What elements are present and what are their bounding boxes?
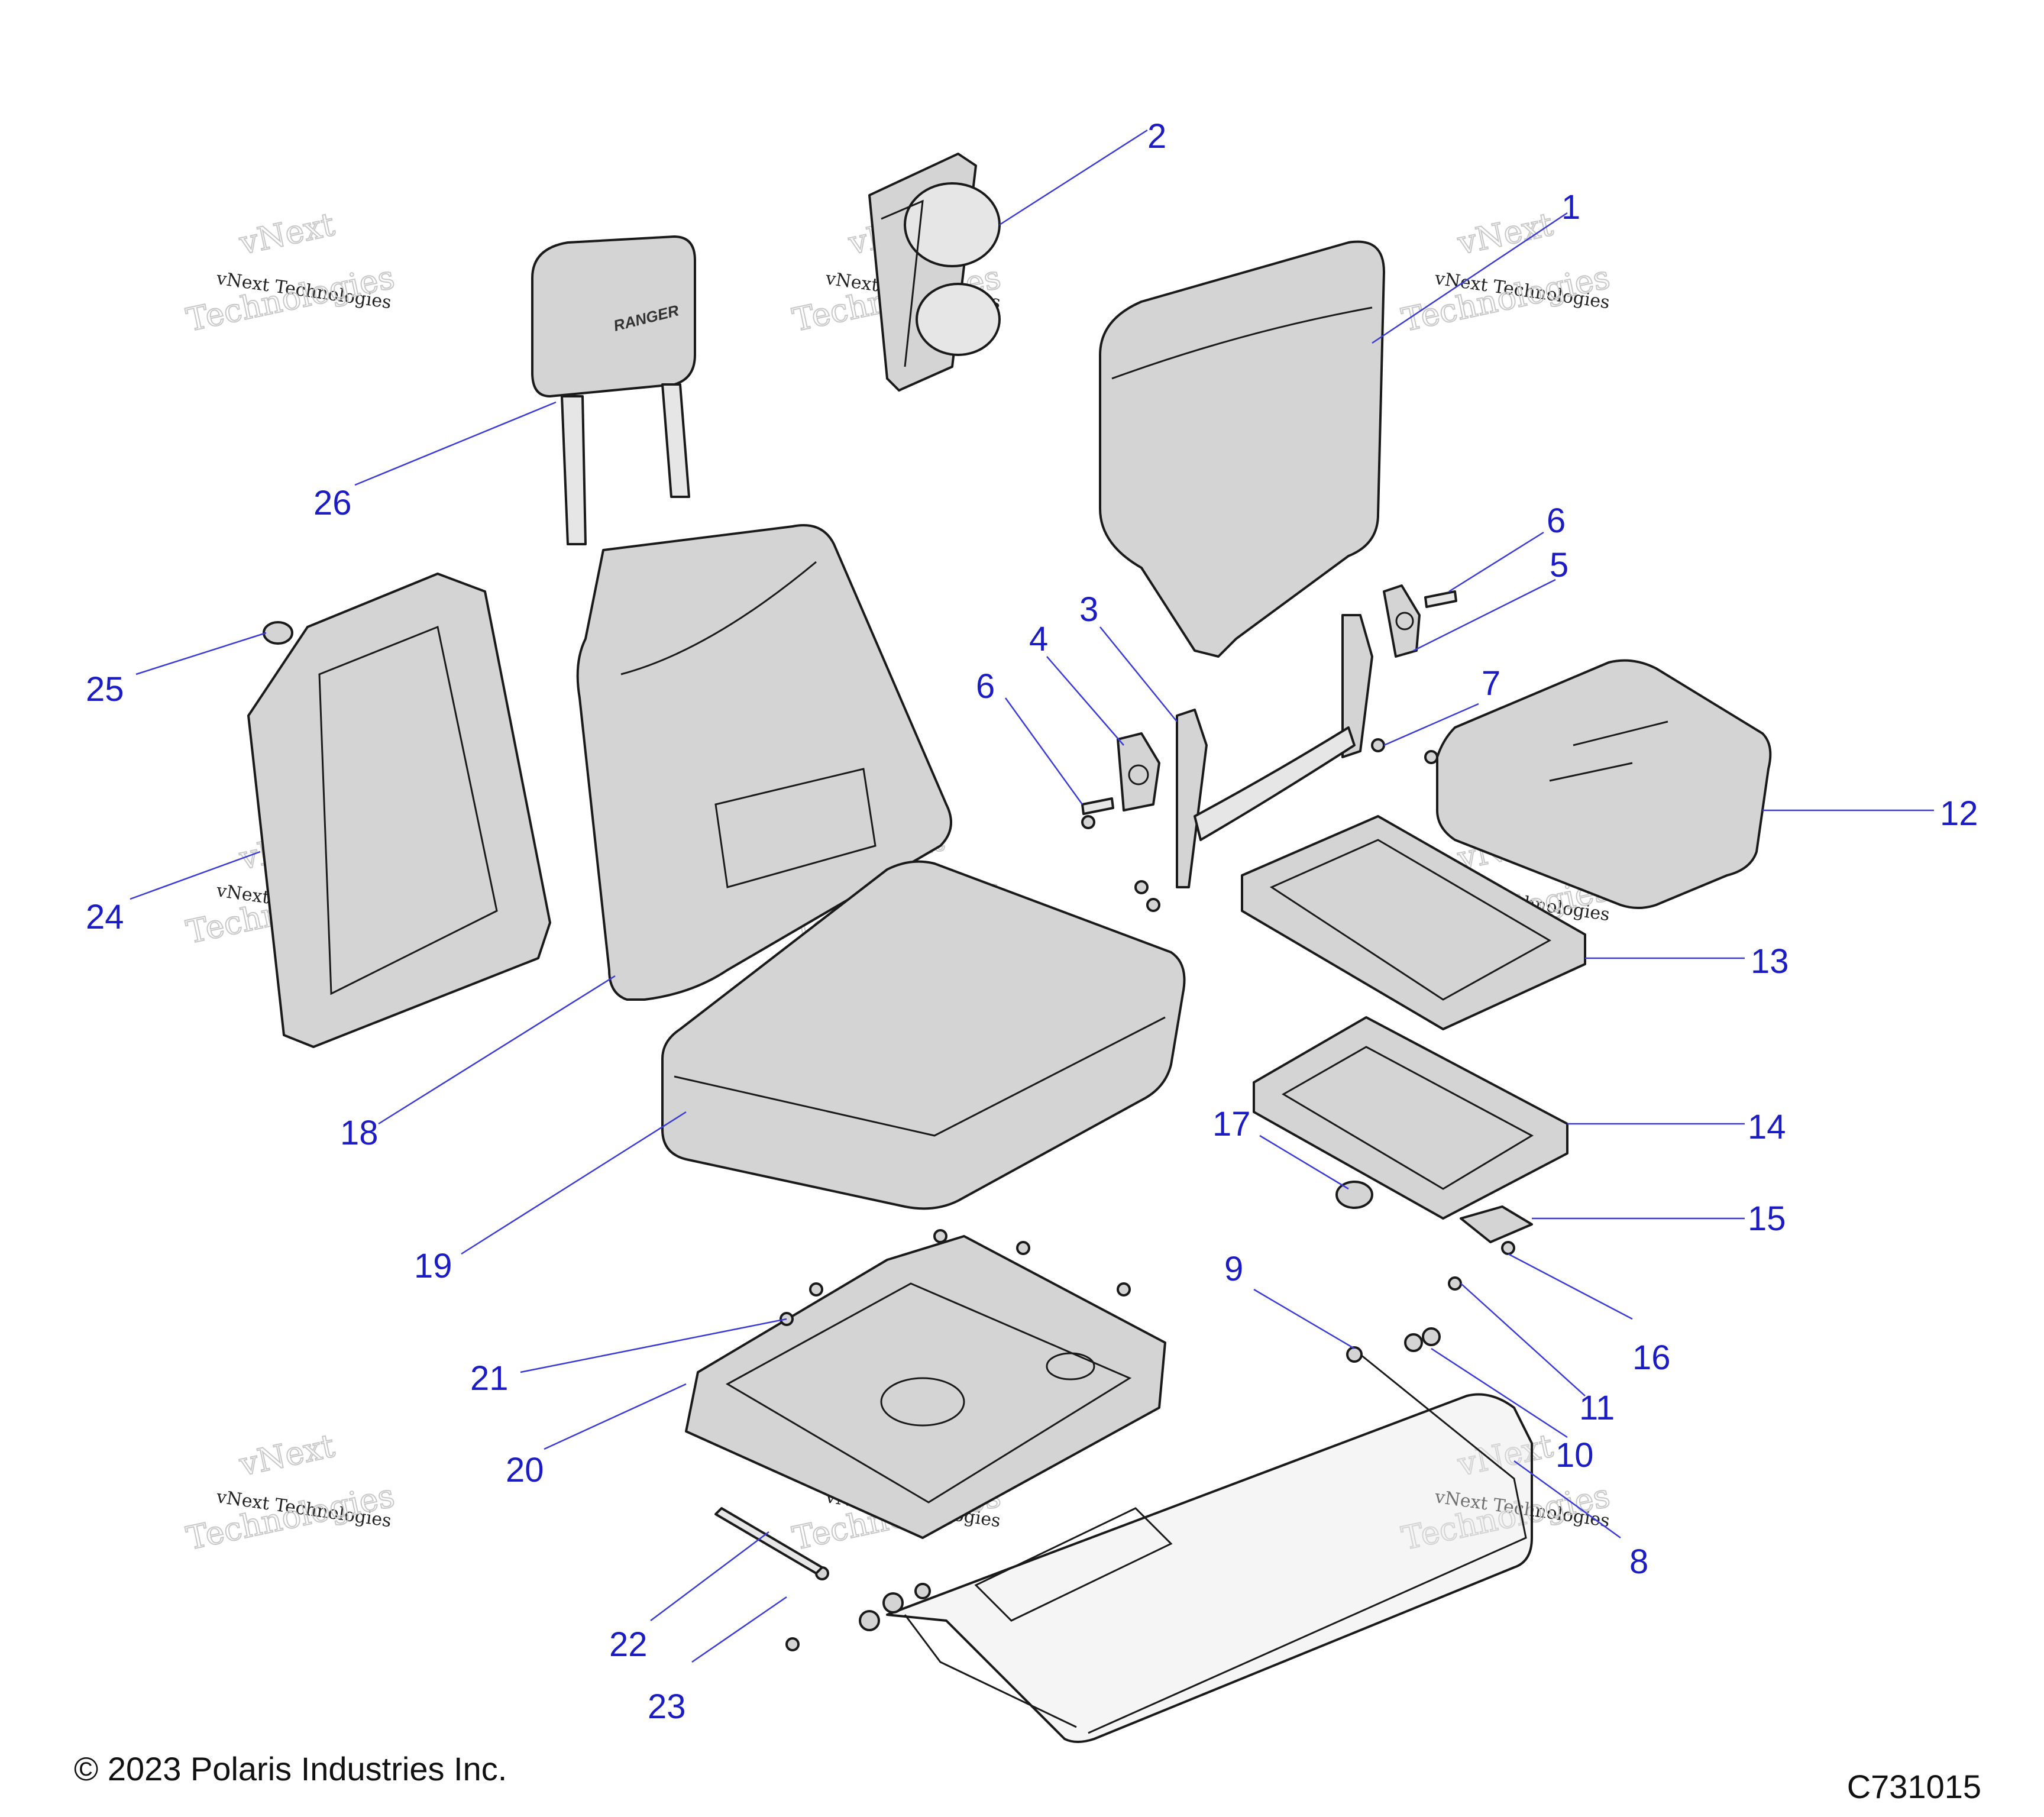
- svg-text:vNext: vNext: [236, 205, 338, 262]
- back-panel-part: [247, 573, 551, 1048]
- right-hinge-part: [1383, 584, 1457, 658]
- clip-part: [1460, 1205, 1533, 1243]
- callout-16: 16: [1632, 1338, 1671, 1377]
- callout-23: 23: [648, 1687, 686, 1726]
- callout-20: 20: [506, 1451, 544, 1489]
- leader-lines: [130, 129, 1934, 1663]
- headrest-part: RANGER: [531, 235, 696, 545]
- callout-21: 21: [470, 1359, 509, 1398]
- watermark-bottom-left: vNext vNext Technologies Technologies: [183, 1426, 399, 1557]
- callout-26: 26: [313, 484, 352, 522]
- drawing-code: C731015: [1847, 1768, 1981, 1805]
- cap-part: [263, 621, 293, 645]
- callout-6-upper: 6: [1547, 502, 1566, 540]
- callout-22: 22: [609, 1625, 648, 1664]
- callout-8: 8: [1629, 1543, 1648, 1581]
- callout-5: 5: [1550, 546, 1568, 584]
- callout-7: 7: [1482, 664, 1500, 703]
- callout-2: 2: [1147, 117, 1166, 156]
- seat-pan-upper-part: [1241, 815, 1586, 1030]
- watermark-top-left: vNext vNext Technologies Technologies: [183, 205, 399, 339]
- callout-19: 19: [414, 1247, 452, 1285]
- callout-24: 24: [86, 898, 124, 936]
- left-hinge-part: [1081, 732, 1160, 815]
- seat-back-part: [576, 524, 952, 1001]
- callout-3: 3: [1079, 590, 1098, 629]
- callout-18: 18: [340, 1114, 379, 1152]
- callout-25: 25: [86, 670, 124, 709]
- storage-case-part: [868, 153, 1001, 392]
- seat-base-part: [685, 1235, 1166, 1539]
- svg-text:vNext: vNext: [236, 1427, 338, 1483]
- callout-15: 15: [1748, 1200, 1786, 1238]
- svg-text:Technologies: Technologies: [183, 1477, 398, 1557]
- seat-cushion-top-part: [1436, 659, 1772, 909]
- callout-13: 13: [1751, 942, 1789, 981]
- callout-9: 9: [1224, 1250, 1243, 1288]
- seat-pan-lower-part: [1253, 1016, 1568, 1220]
- callout-10: 10: [1555, 1436, 1594, 1475]
- callout-6-lower: 6: [976, 667, 995, 706]
- svg-text:Technologies: Technologies: [183, 258, 398, 339]
- seat-bottom-part: [661, 860, 1186, 1210]
- copyright-notice: © 2023 Polaris Industries Inc.: [74, 1750, 507, 1787]
- callout-17: 17: [1212, 1105, 1251, 1143]
- callout-labels: 1 2 3 4 5 6 6 7 8 9 10 11 12 13 14 15 16…: [86, 117, 1978, 1726]
- callout-1: 1: [1561, 188, 1580, 227]
- recliner-frame-part: [1176, 614, 1373, 888]
- callout-12: 12: [1940, 794, 1978, 833]
- callout-11: 11: [1579, 1389, 1615, 1427]
- callout-14: 14: [1748, 1108, 1786, 1146]
- callout-4: 4: [1029, 620, 1048, 658]
- seat-back-cover-part: [1099, 240, 1385, 658]
- svg-text:Technologies: Technologies: [1399, 258, 1613, 339]
- seat-frame-part: [886, 1353, 1533, 1743]
- bumper-part: [1335, 1181, 1373, 1209]
- watermark-top-right: vNext vNext Technologies Technologies: [1398, 205, 1614, 339]
